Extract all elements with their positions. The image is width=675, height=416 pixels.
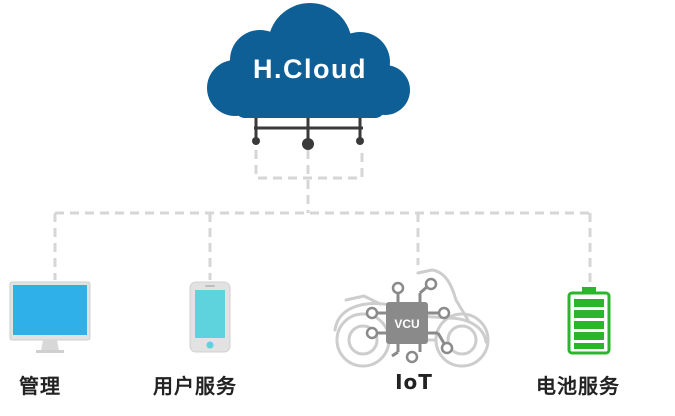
dashed-connectors <box>53 150 592 288</box>
cloud-connector-hub <box>252 118 364 150</box>
cloud-label: H.Cloud <box>253 54 367 84</box>
scooter-vcu-icon: VCU <box>333 268 490 368</box>
cloud-icon: H.Cloud <box>207 3 410 118</box>
node-label-battery-service: 电池服务 <box>536 374 620 398</box>
smartphone-icon <box>189 281 231 353</box>
node-label-admin: 管理 <box>19 374 61 398</box>
node-label-iot: IoT <box>395 370 433 394</box>
battery-icon <box>567 287 611 355</box>
node-label-user-service: 用户服务 <box>153 374 237 398</box>
desktop-monitor-icon <box>9 281 91 353</box>
vcu-chip-label: VCU <box>394 317 419 331</box>
